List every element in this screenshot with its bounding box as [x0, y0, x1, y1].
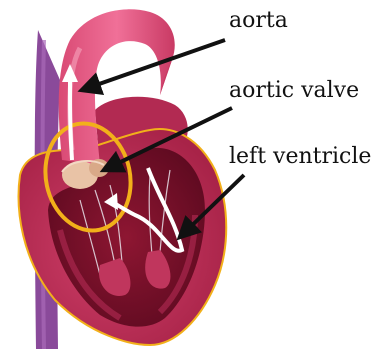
- label-left-ventricle: left ventricle: [229, 144, 371, 170]
- label-aortic-valve: aortic valve: [229, 78, 359, 104]
- label-aorta: aorta: [229, 8, 288, 34]
